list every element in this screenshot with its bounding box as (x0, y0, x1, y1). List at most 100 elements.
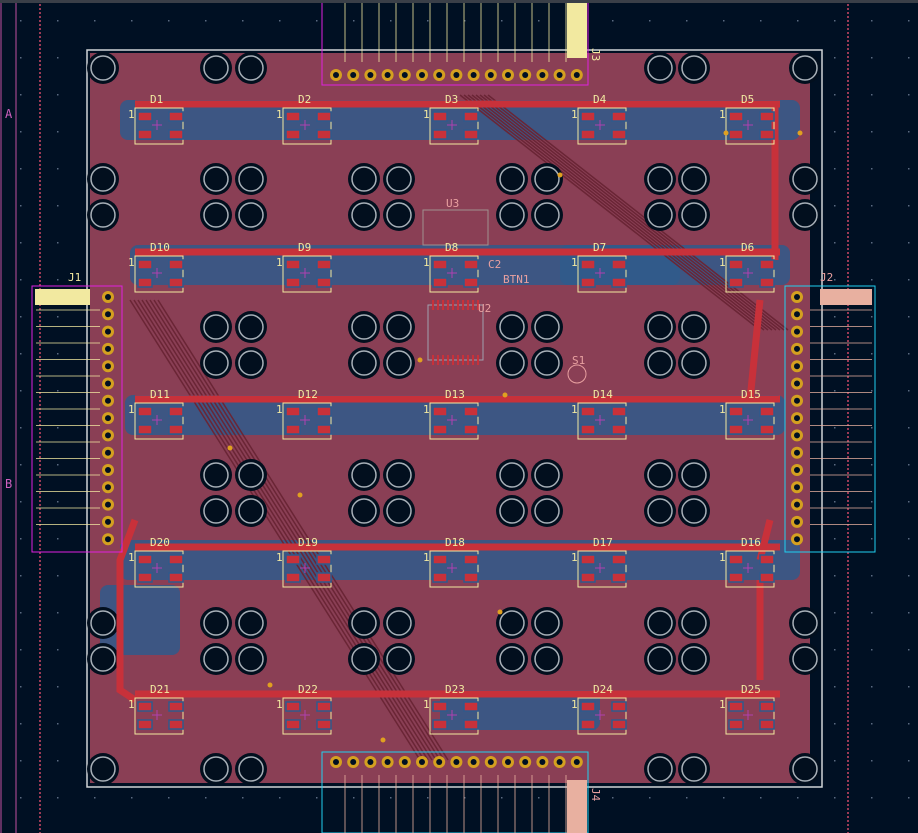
led-d23[interactable] (429, 697, 479, 735)
grid-dot (57, 390, 59, 392)
mcu-pin (442, 355, 444, 365)
grid-dot (57, 501, 59, 503)
grid-dot (834, 279, 836, 281)
grid-dot (20, 168, 22, 170)
led-d4[interactable] (577, 107, 627, 145)
led-d24[interactable] (577, 697, 627, 735)
led-center-marker (300, 120, 310, 130)
grid-dot (20, 242, 22, 244)
mounting-hole-ring (499, 646, 525, 672)
grid-dot (834, 501, 836, 503)
led-courtyard (725, 550, 775, 588)
led-center-marker (595, 268, 605, 278)
led-pad (728, 406, 744, 417)
connector-j4-pin-hole (522, 759, 529, 765)
led-d25[interactable] (725, 697, 775, 735)
mcu-pin (477, 355, 479, 365)
led-pad (137, 111, 153, 122)
grid-dot (501, 20, 503, 22)
signal-trace (459, 94, 761, 331)
connector-j1-pin-hole (105, 328, 111, 335)
led-pad (432, 554, 448, 565)
led-d11[interactable] (134, 402, 184, 440)
mounting-hole (678, 607, 710, 639)
mounting-hole (496, 459, 528, 491)
led-d8[interactable] (429, 255, 479, 293)
mounting-hole-ring (534, 166, 560, 192)
grid-dot (834, 686, 836, 688)
led-d14[interactable] (577, 402, 627, 440)
connector-j1-pin-hole (105, 432, 111, 439)
mcu-u2[interactable] (427, 304, 484, 361)
led-d19[interactable] (282, 550, 332, 588)
led-d2[interactable] (282, 107, 332, 145)
led-center-marker (152, 268, 162, 278)
led-pad (759, 259, 775, 270)
connector-j4-pin-hole (539, 759, 546, 765)
connector-j3-pin-hole (573, 72, 580, 78)
led-d1[interactable] (134, 107, 184, 145)
grid-dot (279, 20, 281, 22)
grid-dot (871, 131, 873, 133)
mounting-hole (348, 607, 380, 639)
led-d13[interactable] (429, 402, 479, 440)
led-pad (168, 701, 184, 712)
led-courtyard (725, 402, 775, 440)
led-d16[interactable] (725, 550, 775, 588)
led-d21[interactable] (134, 697, 184, 735)
led-pad (168, 277, 184, 288)
mounting-hole (383, 199, 415, 231)
mounting-hole-ring (681, 756, 707, 782)
led-d20[interactable] (134, 550, 184, 588)
led-center-marker (447, 415, 457, 425)
grid-dot (20, 501, 22, 503)
led-center-marker (595, 710, 605, 720)
connector-j3-pin-hole (384, 72, 391, 78)
mounting-hole-ring (351, 166, 377, 192)
led-pad (580, 406, 596, 417)
led-d17[interactable] (577, 550, 627, 588)
mounting-hole (531, 163, 563, 195)
led-d15[interactable] (725, 402, 775, 440)
led-d9[interactable] (282, 255, 332, 293)
connector-j3-pin-hole (470, 72, 477, 78)
part-u3[interactable] (422, 209, 489, 246)
signal-trace (153, 299, 445, 761)
led-d22[interactable] (282, 697, 332, 735)
back-copper-zone (440, 690, 600, 730)
mounting-hole-ring (203, 756, 229, 782)
led-courtyard (725, 107, 775, 145)
led-pad (432, 259, 448, 270)
led-center-marker (743, 710, 753, 720)
grid-dot (20, 686, 22, 688)
led-pad (432, 277, 448, 288)
mounting-hole-ring (499, 314, 525, 340)
led-center-marker (152, 415, 162, 425)
grid-dot (834, 760, 836, 762)
grid-dot (908, 723, 910, 725)
connector-j2-pin-hole (794, 294, 800, 300)
connector-j1-pin-hole (105, 345, 111, 352)
mounting-hole (200, 495, 232, 527)
led-courtyard (282, 402, 332, 440)
via (723, 130, 729, 136)
led-d5[interactable] (725, 107, 775, 145)
grid-dot (834, 20, 836, 22)
led-pad (611, 424, 627, 435)
led-d18[interactable] (429, 550, 479, 588)
part-s1[interactable] (567, 364, 587, 384)
led-pad (759, 701, 775, 712)
mounting-hole-ring (203, 55, 229, 81)
led-center-marker (595, 120, 605, 130)
grid-dot (57, 649, 59, 651)
led-d7[interactable] (577, 255, 627, 293)
led-d3[interactable] (429, 107, 479, 145)
mounting-hole-ring (792, 756, 818, 782)
led-d12[interactable] (282, 402, 332, 440)
led-d10[interactable] (134, 255, 184, 293)
led-d6[interactable] (725, 255, 775, 293)
connector-j4-pin-hole (487, 759, 494, 765)
mcu-pin (452, 300, 454, 310)
